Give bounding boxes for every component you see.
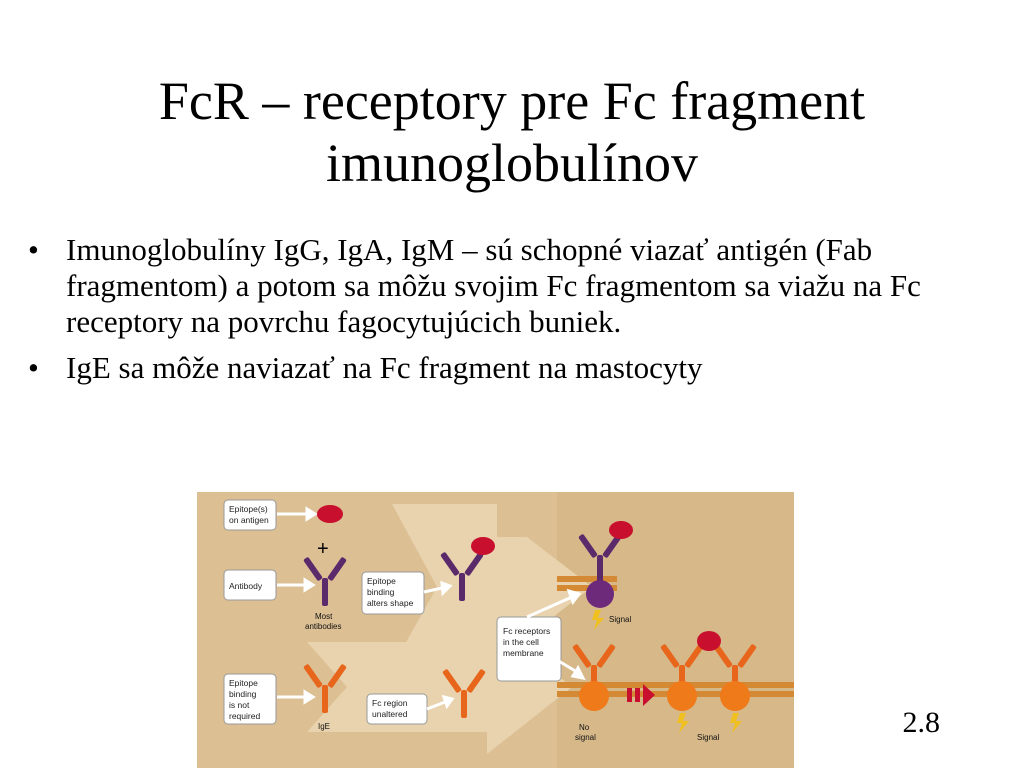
most-antibodies-label: Most bbox=[315, 612, 333, 621]
no-signal-label: signal bbox=[575, 733, 596, 742]
ige-receptor-no-signal bbox=[572, 643, 616, 711]
signal-label-top: Signal bbox=[609, 615, 631, 624]
title-line-1: FcR – receptory pre Fc fragment bbox=[158, 71, 866, 131]
antigen-blob bbox=[471, 537, 495, 555]
right-panel-shade bbox=[557, 492, 794, 768]
no-signal-label: No bbox=[579, 723, 590, 732]
label-fc-receptors-in-membrane: Fc receptors in the cell membrane bbox=[496, 616, 562, 682]
bullet-text: Imunoglobulíny IgG, IgA, IgM – sú schopn… bbox=[66, 232, 921, 339]
svg-text:Epitope: Epitope bbox=[229, 678, 258, 688]
svg-text:Fc region: Fc region bbox=[372, 698, 408, 708]
svg-text:in the cell: in the cell bbox=[503, 637, 539, 647]
label-antibody: Antibody bbox=[223, 569, 277, 601]
ige-label: IgE bbox=[318, 722, 330, 731]
label-fc-region-unaltered: Fc region unaltered bbox=[366, 693, 428, 725]
signal-label-bottom: Signal bbox=[697, 733, 719, 742]
slide-number: 2.8 bbox=[902, 706, 941, 739]
svg-text:alters shape: alters shape bbox=[367, 598, 414, 608]
label-epitope-binding-not-required: Epitope binding is not required bbox=[223, 673, 277, 725]
svg-text:Epitope(s): Epitope(s) bbox=[229, 504, 268, 514]
svg-text:binding: binding bbox=[367, 587, 395, 597]
svg-text:Fc receptors: Fc receptors bbox=[503, 626, 550, 636]
crosslink-arrow bbox=[627, 684, 655, 706]
most-antibodies-label: antibodies bbox=[305, 622, 341, 631]
svg-text:required: required bbox=[229, 711, 260, 721]
igg-receptor-complex bbox=[578, 521, 633, 630]
svg-text:binding: binding bbox=[229, 689, 257, 699]
ige-crosslinked-receptors bbox=[660, 631, 757, 733]
bullet-marker: • bbox=[28, 350, 39, 385]
svg-text:unaltered: unaltered bbox=[372, 709, 408, 719]
svg-text:Antibody: Antibody bbox=[229, 581, 263, 591]
membrane-top bbox=[557, 576, 617, 591]
plus-sign: + bbox=[317, 538, 329, 560]
svg-text:is not: is not bbox=[229, 700, 250, 710]
bullet-item: • IgE sa môže naviazať na Fc fragment na… bbox=[28, 350, 968, 386]
upper-flow-arrow bbox=[392, 504, 592, 667]
bullet-marker: • bbox=[28, 232, 39, 267]
slide-title: FcR – receptory pre Fc fragment imunoglo… bbox=[0, 70, 1024, 194]
title-line-2: imunoglobulínov bbox=[325, 133, 698, 193]
label-epitopes-on-antigen: Epitope(s) on antigen bbox=[223, 499, 277, 531]
connector-arrows bbox=[277, 506, 586, 711]
svg-text:Epitope: Epitope bbox=[367, 576, 396, 586]
label-epitope-binding-alters-shape: Epitope binding alters shape bbox=[361, 571, 425, 615]
bullet-list: • Imunoglobulíny IgG, IgA, IgM – sú scho… bbox=[28, 232, 968, 396]
antigen-blob bbox=[317, 505, 343, 523]
fc-receptor-figure: Epitope(s) on antigen Antibody Epitope b… bbox=[197, 492, 794, 768]
bullet-item: • Imunoglobulíny IgG, IgA, IgM – sú scho… bbox=[28, 232, 968, 340]
svg-text:on antigen: on antigen bbox=[229, 515, 269, 525]
bullet-text: IgE sa môže naviazať na Fc fragment na m… bbox=[66, 350, 703, 385]
svg-text:membrane: membrane bbox=[503, 648, 544, 658]
